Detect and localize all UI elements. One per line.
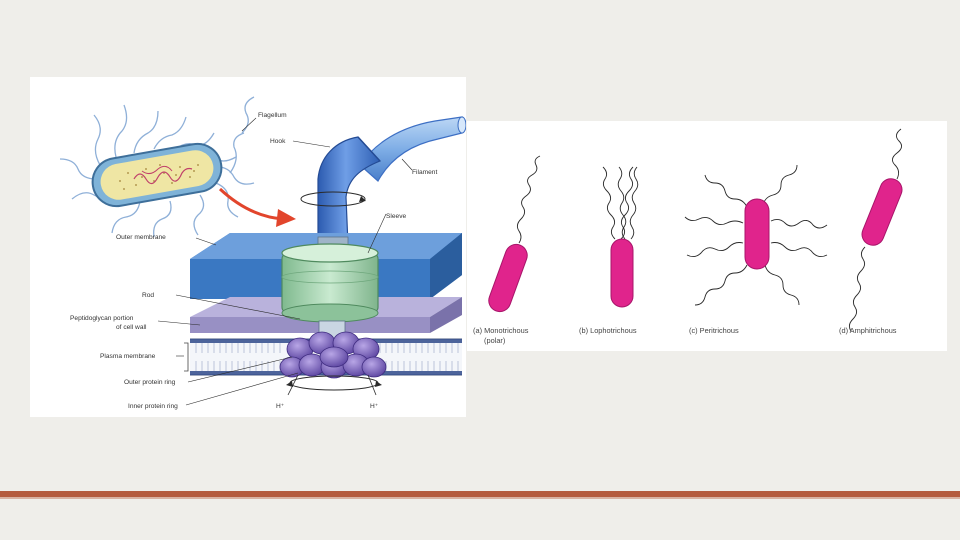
pointer-arrow-icon bbox=[218, 187, 296, 227]
peri-flagellum-1 bbox=[704, 174, 748, 208]
flagellum-structure-diagram: Flagellum Hook Filament Sleeve Outer mem… bbox=[59, 96, 466, 410]
peri-flagellum-6 bbox=[770, 242, 828, 258]
label-outer-protein-ring: Outer protein ring bbox=[124, 379, 176, 386]
label-plasma-membrane: Plasma membrane bbox=[100, 353, 156, 360]
hook bbox=[317, 136, 382, 246]
flagellar-arrangements-panel: (a) Monotrichous (polar) (b) Lophotricho… bbox=[467, 121, 947, 351]
label-flagellum: Flagellum bbox=[258, 112, 287, 119]
flagellum-structure-panel: Flagellum Hook Filament Sleeve Outer mem… bbox=[30, 77, 466, 417]
peri-flagellum-3 bbox=[684, 216, 744, 226]
caption-monotrichous: (a) Monotrichous bbox=[473, 326, 529, 335]
lopho-flagellum-4 bbox=[629, 166, 639, 240]
caption-polar: (polar) bbox=[484, 336, 505, 345]
label-rod: Rod bbox=[142, 292, 154, 299]
lopho-flagellum-3 bbox=[617, 166, 627, 240]
amphitrichous-cell bbox=[861, 178, 903, 246]
peritrichous-cell bbox=[744, 198, 770, 270]
peri-flagellum-4 bbox=[770, 218, 828, 229]
lopho-flagellum-1 bbox=[602, 166, 616, 240]
motor-protein-rings bbox=[279, 331, 387, 379]
peri-flagellum-2 bbox=[762, 164, 798, 206]
label-filament: Filament bbox=[412, 169, 437, 176]
sleeve bbox=[281, 243, 379, 323]
bacterium-cell-icon bbox=[59, 96, 255, 238]
flagellar-arrangements-diagram: (a) Monotrichous (polar) (b) Lophotricho… bbox=[473, 128, 903, 345]
label-sleeve: Sleeve bbox=[386, 213, 406, 220]
label-peptidoglycan: Peptidoglycan portion bbox=[70, 315, 134, 322]
footer-rule-shadow bbox=[0, 497, 960, 499]
caption-amphitrichous: (d) Amphitrichous bbox=[839, 326, 897, 335]
label-outer-membrane: Outer membrane bbox=[116, 234, 166, 241]
lopho-flagellum-2 bbox=[620, 166, 634, 240]
mono-flagellum bbox=[516, 155, 541, 244]
peri-flagellum-5 bbox=[686, 242, 744, 258]
amphi-flagellum-bottom bbox=[848, 246, 866, 332]
amphi-flagellum-top bbox=[892, 128, 902, 180]
label-cell-wall: of cell wall bbox=[116, 324, 147, 331]
caption-peritrichous: (c) Peritrichous bbox=[689, 326, 739, 335]
monotrichous-cell bbox=[488, 243, 528, 313]
label-proton-right: H⁺ bbox=[370, 403, 379, 410]
footer-rule bbox=[0, 491, 960, 497]
caption-lophotrichous: (b) Lophotrichous bbox=[579, 326, 637, 335]
label-proton-left: H⁺ bbox=[276, 403, 285, 410]
lophotrichous-cell bbox=[610, 238, 634, 308]
label-hook: Hook bbox=[270, 138, 286, 145]
label-inner-protein-ring: Inner protein ring bbox=[128, 403, 178, 410]
peri-flagellum-8 bbox=[764, 264, 800, 306]
filament bbox=[359, 116, 466, 182]
rotation-arrow-icon bbox=[300, 191, 366, 207]
peri-flagellum-7 bbox=[694, 264, 748, 306]
